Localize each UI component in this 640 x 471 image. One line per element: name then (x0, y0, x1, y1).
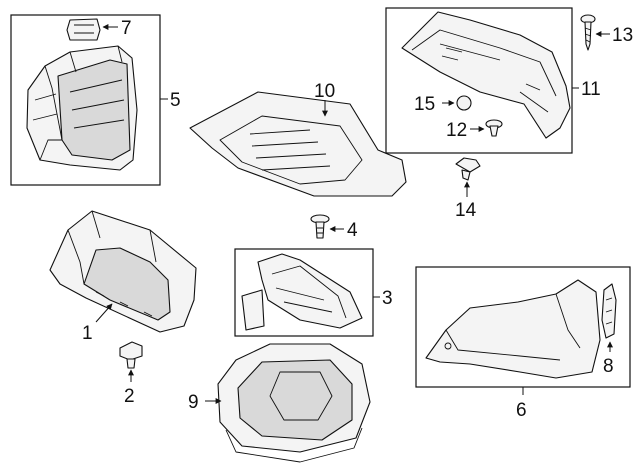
callout-7: 7 (121, 18, 132, 39)
part-5-side-trim-panel (26, 45, 138, 171)
callout-2: 2 (124, 386, 135, 407)
callout-5: 5 (170, 90, 181, 111)
group-box-part-5 (10, 14, 161, 186)
callout-8: 8 (603, 356, 614, 377)
part-13-screw (580, 14, 596, 51)
part-2-bolt (119, 341, 143, 369)
callout-4: 4 (347, 220, 358, 241)
callout-9: 9 (188, 392, 199, 413)
part-4-push-pin (310, 214, 330, 239)
part-3-floor-support (241, 253, 363, 331)
group-box-part-3 (234, 248, 374, 337)
part-7-clip (66, 18, 101, 41)
part-10-floor-mat (189, 91, 407, 197)
callout-13: 13 (612, 25, 633, 46)
callout-14: 14 (455, 200, 477, 221)
part-15-plug (456, 95, 472, 111)
part-14-fastener (455, 157, 481, 181)
callout-10: 10 (314, 81, 335, 102)
callout-15: 15 (414, 94, 435, 115)
group-box-part-11 (385, 7, 573, 154)
part-12-push-pin (485, 119, 503, 137)
callout-1: 1 (82, 323, 93, 344)
part-1-rear-panel (49, 210, 197, 333)
part-11-rear-sill-trim (401, 11, 571, 139)
part-6-side-liner (425, 279, 601, 379)
part-8-bracket (601, 283, 617, 339)
leader-1 (95, 303, 113, 323)
callout-3: 3 (382, 288, 393, 309)
callout-11: 11 (581, 79, 601, 100)
part-9-storage-tub (217, 343, 371, 463)
callout-12: 12 (446, 120, 467, 141)
callout-6: 6 (516, 400, 527, 421)
